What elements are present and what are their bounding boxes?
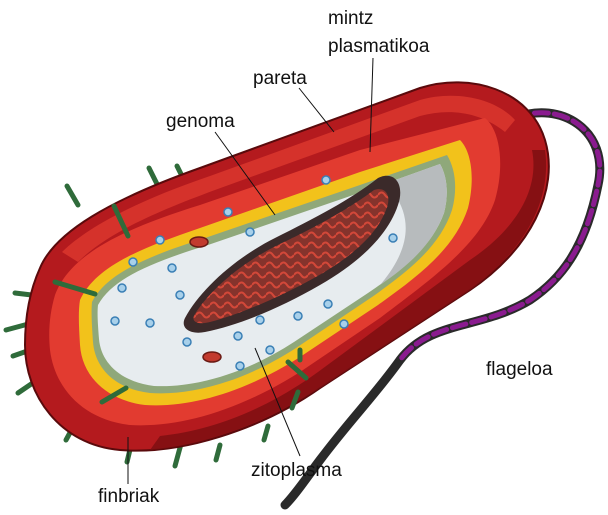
- plasmid: [190, 237, 208, 247]
- label-genome: genoma: [166, 111, 235, 132]
- label-fimbriae: finbriak: [98, 486, 160, 507]
- label-wall: pareta: [253, 68, 307, 89]
- label-membrane-line2: plasmatikoa: [328, 36, 430, 57]
- label-membrane-line1: mintz: [328, 8, 373, 29]
- label-flagellum: flageloa: [486, 359, 553, 380]
- plasmid: [203, 352, 221, 362]
- label-cytoplasm: zitoplasma: [251, 460, 342, 481]
